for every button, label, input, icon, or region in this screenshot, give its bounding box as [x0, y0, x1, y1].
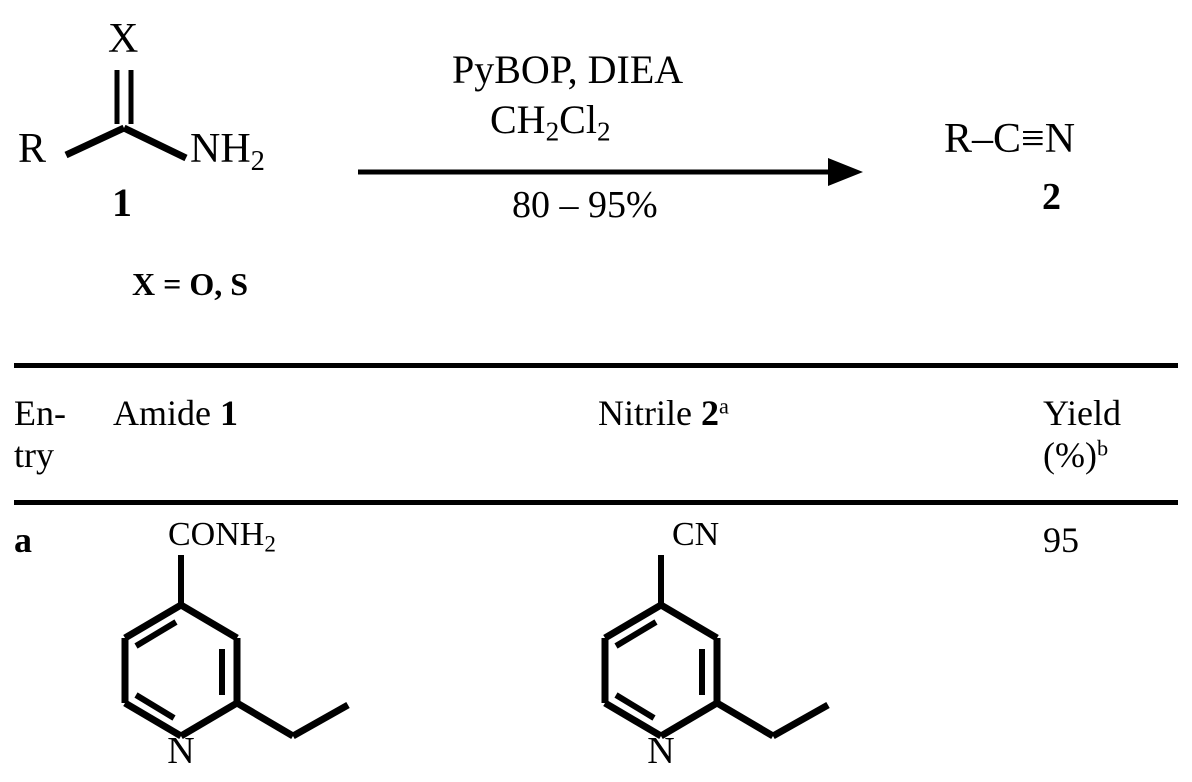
solvent-part-2: Cl: [559, 97, 597, 142]
amide-group-subscript: 2: [264, 531, 276, 558]
solvent-subscript-2: 2: [596, 116, 611, 147]
x-definition-label: X = O, S: [132, 266, 249, 302]
ring-bond-n1-c6: [603, 699, 663, 740]
amide-structure-svg: [64, 70, 188, 162]
column-header-yield-line2: (%)b: [1043, 434, 1121, 476]
reagents-label: PyBOP, DIEA: [452, 47, 684, 92]
reaction-scheme: X R NH2 1 X = O, S PyBOP, DIEA CH2Cl2 80…: [0, 0, 1192, 360]
ring-bond-n1-c6: [123, 699, 183, 740]
ethyl-bond-2: [771, 701, 830, 740]
column-header-entry-line2: try: [14, 435, 54, 476]
table-header-rule: [14, 500, 1178, 505]
amide-skeleton-svg: N: [121, 555, 350, 772]
ring-double-bond-c6-n1: [614, 692, 656, 721]
table-top-rule: [14, 363, 1178, 368]
solvent-label: CH2Cl2: [490, 100, 611, 146]
ring-nitrogen-label: N: [167, 730, 194, 772]
column-header-entry-line1: En-: [14, 393, 66, 433]
column-header-amide: Amide 1: [113, 392, 238, 434]
arrow-head: [828, 158, 863, 186]
ring-bond-c5-c4: [123, 601, 183, 642]
column-header-nitrile-compound: 2: [700, 393, 719, 433]
ring-bond-c2-n1: [659, 699, 719, 740]
ethyl-bond-1: [235, 699, 295, 740]
carbon-nitrogen-bond: [122, 124, 188, 162]
column-header-yield-line1: Yield: [1043, 393, 1121, 433]
nitrile-structure-row-a: N: [580, 505, 870, 782]
ring-double-bond-c6-n1: [134, 692, 176, 721]
amide-group-label-row-a: CONH2: [168, 516, 276, 558]
ring-bond-c2-n1: [179, 699, 239, 740]
nitrile-group-label-row-a: CN: [672, 516, 720, 553]
column-header-yield: Yield (%)b: [1043, 392, 1121, 477]
column-header-amide-text: Amide: [113, 393, 220, 433]
r-carbon-bond: [64, 124, 126, 159]
amide-group-text: CONH: [168, 516, 265, 553]
r-group-label: R: [18, 126, 47, 172]
nitrile-skeleton-svg: N: [601, 555, 830, 772]
ring-nitrogen-label: N: [647, 730, 674, 772]
column-header-yield-footnote: b: [1096, 435, 1109, 461]
table-row-entry-a: a: [14, 520, 32, 560]
ring-bond-c5-c4: [603, 601, 663, 642]
column-header-entry: En- try: [14, 392, 66, 477]
ring-double-bond-c4-c5: [614, 619, 658, 649]
reaction-arrow-icon: [358, 158, 863, 186]
ring-bond-c4-c3: [179, 601, 239, 642]
solvent-part-1: CH: [490, 97, 546, 142]
yield-range-label: 80 – 95%: [512, 184, 658, 226]
column-header-yield-percent: (%): [1043, 435, 1097, 476]
ring-bond-c4-c3: [659, 601, 719, 642]
amine-subscript: 2: [250, 145, 265, 177]
amide-structure-row-a: N: [100, 505, 390, 782]
column-header-nitrile: Nitrile 2a: [598, 392, 729, 434]
column-header-nitrile-text: Nitrile: [598, 393, 701, 433]
amine-group-label: NH2: [190, 128, 265, 177]
product-formula-label: R–C≡N: [944, 116, 1076, 162]
compound-1-label: 1: [112, 180, 132, 225]
column-header-amide-compound: 1: [219, 393, 238, 433]
ethyl-bond-2: [291, 701, 350, 740]
table-row-yield-a: 95: [1043, 520, 1079, 560]
amine-label-text: NH: [190, 126, 251, 172]
ring-double-bond-c4-c5: [134, 619, 178, 649]
ethyl-bond-1: [715, 699, 775, 740]
column-header-nitrile-footnote: a: [718, 393, 729, 419]
compound-2-label: 2: [1042, 176, 1061, 218]
heteroatom-label: X: [108, 16, 139, 62]
solvent-subscript-1: 2: [545, 116, 560, 147]
